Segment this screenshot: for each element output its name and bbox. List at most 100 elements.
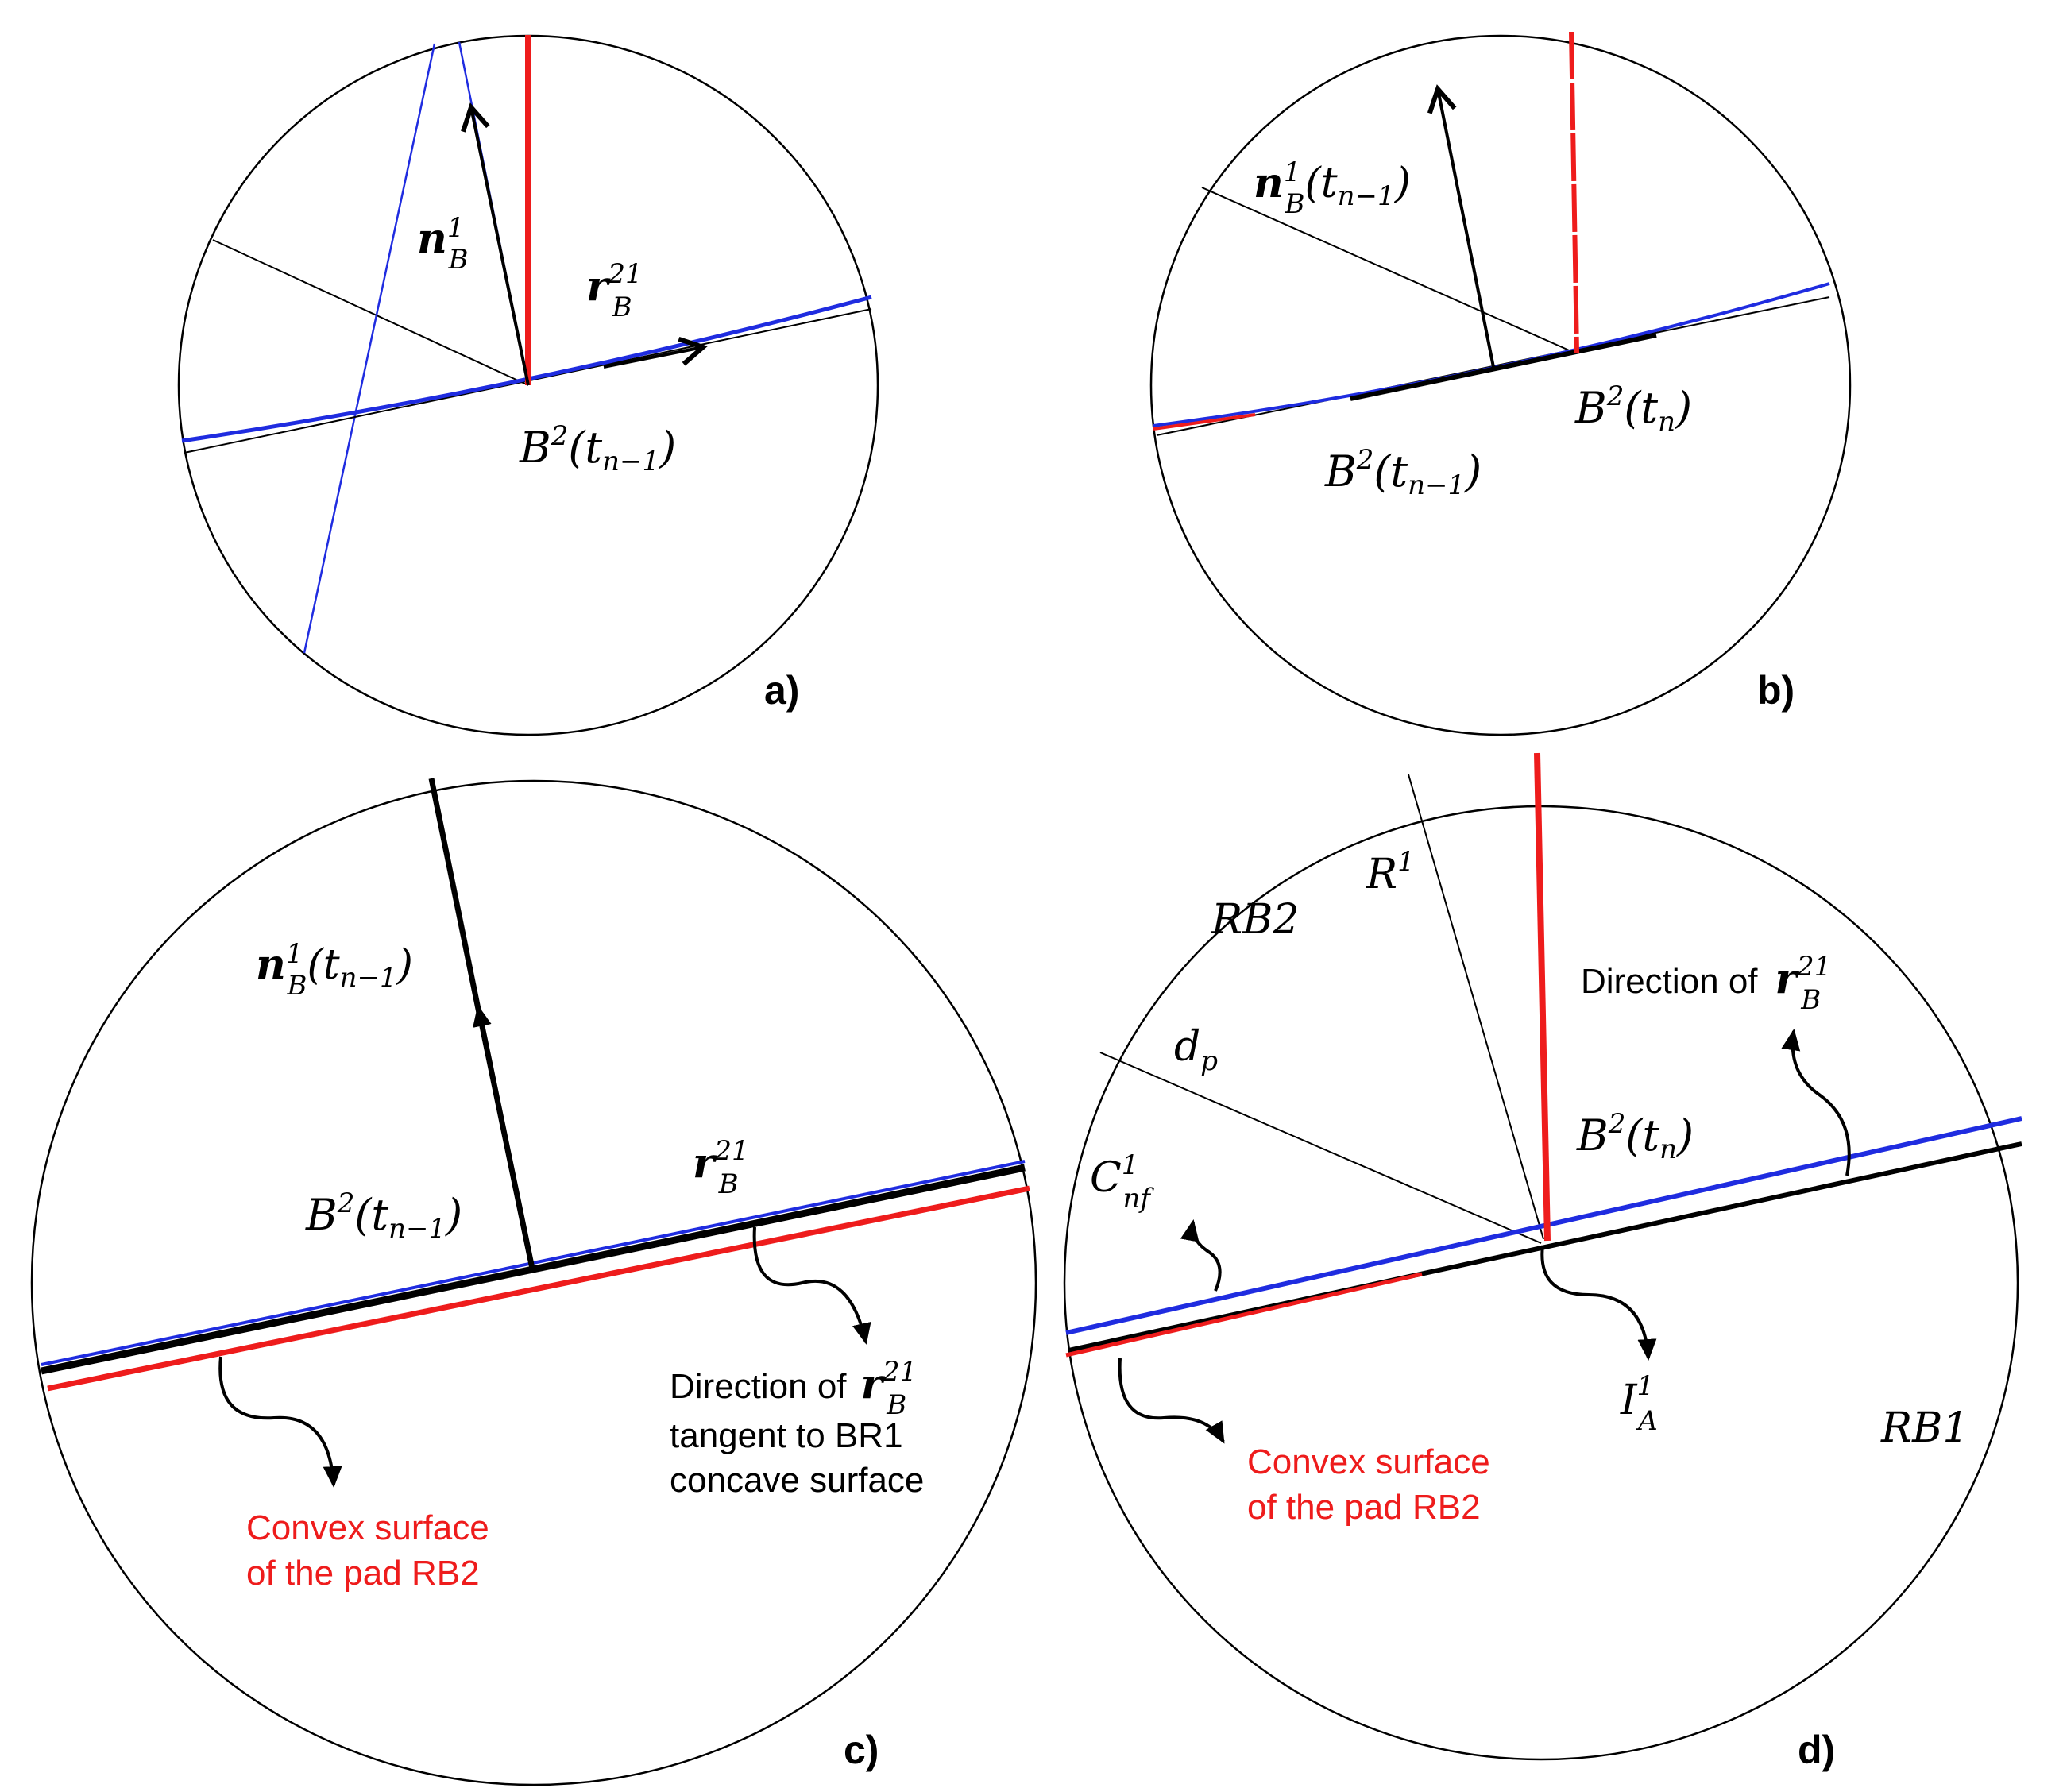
b-sup: 2	[1608, 1108, 1626, 1140]
panel-d-red-vertical-line	[1534, 752, 1551, 1242]
dir-r-symbol: r	[861, 1360, 886, 1408]
n-sub: B	[286, 970, 307, 1002]
r-symbol: r	[586, 262, 611, 311]
bp-sub: n−1	[1408, 469, 1465, 501]
n-symbol: n	[417, 214, 447, 263]
b-symbol: B	[519, 423, 551, 473]
panel-d-red-convex-segment	[1065, 1272, 1423, 1358]
r-sup: 1	[1397, 846, 1415, 878]
b-close: )	[659, 423, 676, 473]
dir-text: Direction of	[1581, 962, 1758, 1001]
n-t-sub: n−1	[1338, 180, 1395, 212]
panel-d-blue-line	[1065, 1116, 2022, 1335]
panel-a-b-label: B2(tn−1)	[519, 420, 676, 477]
bp-sup: 2	[1356, 444, 1374, 476]
panel-c-label: c)	[844, 1728, 879, 1772]
b-open: (t	[1625, 1110, 1659, 1161]
panel-d-r-label: R1	[1366, 846, 1415, 898]
panel-d-convex-line2: of the pad RB2	[1247, 1488, 1481, 1527]
r-symbol: r	[693, 1139, 717, 1188]
bp-symbol: B	[1324, 446, 1357, 496]
n-sub: B	[1284, 188, 1304, 220]
panel-c-dir-line3: concave surface	[670, 1461, 924, 1500]
panel-a-label: a)	[764, 668, 799, 713]
panel-b-normal-arrow	[1427, 84, 1495, 368]
b-sup: 2	[551, 420, 569, 452]
panel-d-cnf-arrow-curve	[1180, 1219, 1222, 1292]
dir-r-sub: B	[886, 1389, 906, 1421]
r-sub: B	[612, 292, 632, 323]
bp-close: )	[1464, 446, 1482, 496]
b-close: )	[445, 1190, 462, 1240]
panel-c-red-convex-line	[47, 1185, 1030, 1392]
n-sup: 1	[286, 938, 303, 970]
panel-c-circle	[30, 779, 1037, 1786]
i-symbol: I	[1620, 1377, 1638, 1424]
panel-c-dir-arrow-curve	[752, 1226, 871, 1345]
panel-d-dp-line	[1099, 1052, 1542, 1244]
n-sub: B	[447, 244, 468, 276]
b-sup: 2	[337, 1188, 355, 1219]
panel-d-dp-label: dp	[1174, 1023, 1218, 1077]
panel-d-r21-arrow-curve	[1781, 1029, 1851, 1176]
i-sub: A	[1636, 1405, 1658, 1437]
dir-r-symbol: r	[1775, 955, 1800, 1003]
bt-symbol: B	[1574, 383, 1607, 433]
dp-symbol: d	[1174, 1023, 1200, 1071]
n-symbol: n	[1254, 159, 1284, 207]
panel-d-rb2-label: RB2	[1211, 896, 1299, 944]
n-symbol: n	[256, 940, 286, 989]
n-sup: 1	[1284, 156, 1301, 188]
panel-c-b-label: B2(tn−1)	[305, 1188, 462, 1245]
panel-d-radius-line	[1408, 774, 1544, 1240]
panel-a-tangent-arrow	[603, 336, 708, 369]
panel-c-black-surface-line	[41, 1164, 1026, 1375]
panel-b-label: b)	[1757, 668, 1795, 713]
r-symbol: R	[1366, 851, 1397, 898]
b-sub: n−1	[388, 1213, 446, 1245]
bp-open: (t	[1373, 446, 1408, 496]
panel-a-blue-secant-line-1	[303, 43, 436, 654]
panel-b-normal-thin-line	[1201, 187, 1575, 353]
b-open: (t	[568, 423, 602, 473]
panel-d-rb1-label: RB1	[1880, 1404, 1968, 1452]
panel-d-ia-arrow-curve	[1540, 1245, 1657, 1361]
panel-d-label: d)	[1798, 1728, 1835, 1772]
n-close: )	[1394, 160, 1411, 207]
c-symbol: C	[1090, 1154, 1122, 1202]
panel-b-red-vertical-line	[1569, 31, 1579, 353]
bt-open: (t	[1624, 383, 1658, 433]
bt-sup: 2	[1606, 380, 1625, 412]
r-sup: 21	[607, 258, 642, 290]
n-close: )	[396, 941, 413, 989]
panel-c-dir-line2: tangent to BR1	[670, 1416, 903, 1455]
c-sub: nf	[1122, 1183, 1154, 1215]
dir-r-sup: 21	[1796, 951, 1831, 983]
n-t-sub: n−1	[340, 962, 397, 994]
panel-d-convex-arrow-curve	[1118, 1358, 1225, 1444]
panel-c-normal-arrow	[473, 1005, 535, 1269]
b-sub: n−1	[602, 446, 659, 477]
b-symbol: B	[1576, 1110, 1609, 1161]
panel-c-convex-arrow-curve	[218, 1356, 342, 1488]
panel-b-bt-label: B2(tn)	[1574, 380, 1692, 438]
b-close: )	[1676, 1110, 1694, 1161]
panel-b-red-segment	[1153, 413, 1256, 431]
b-sub: n	[1659, 1134, 1677, 1165]
panel-b-circle	[1149, 34, 1852, 736]
panel-c-normal-line-upper	[428, 778, 485, 1025]
n-open: (t	[1304, 160, 1337, 207]
n-sup: 1	[447, 212, 465, 244]
r-sup: 21	[713, 1135, 748, 1167]
bt-sub: n	[1658, 406, 1675, 438]
